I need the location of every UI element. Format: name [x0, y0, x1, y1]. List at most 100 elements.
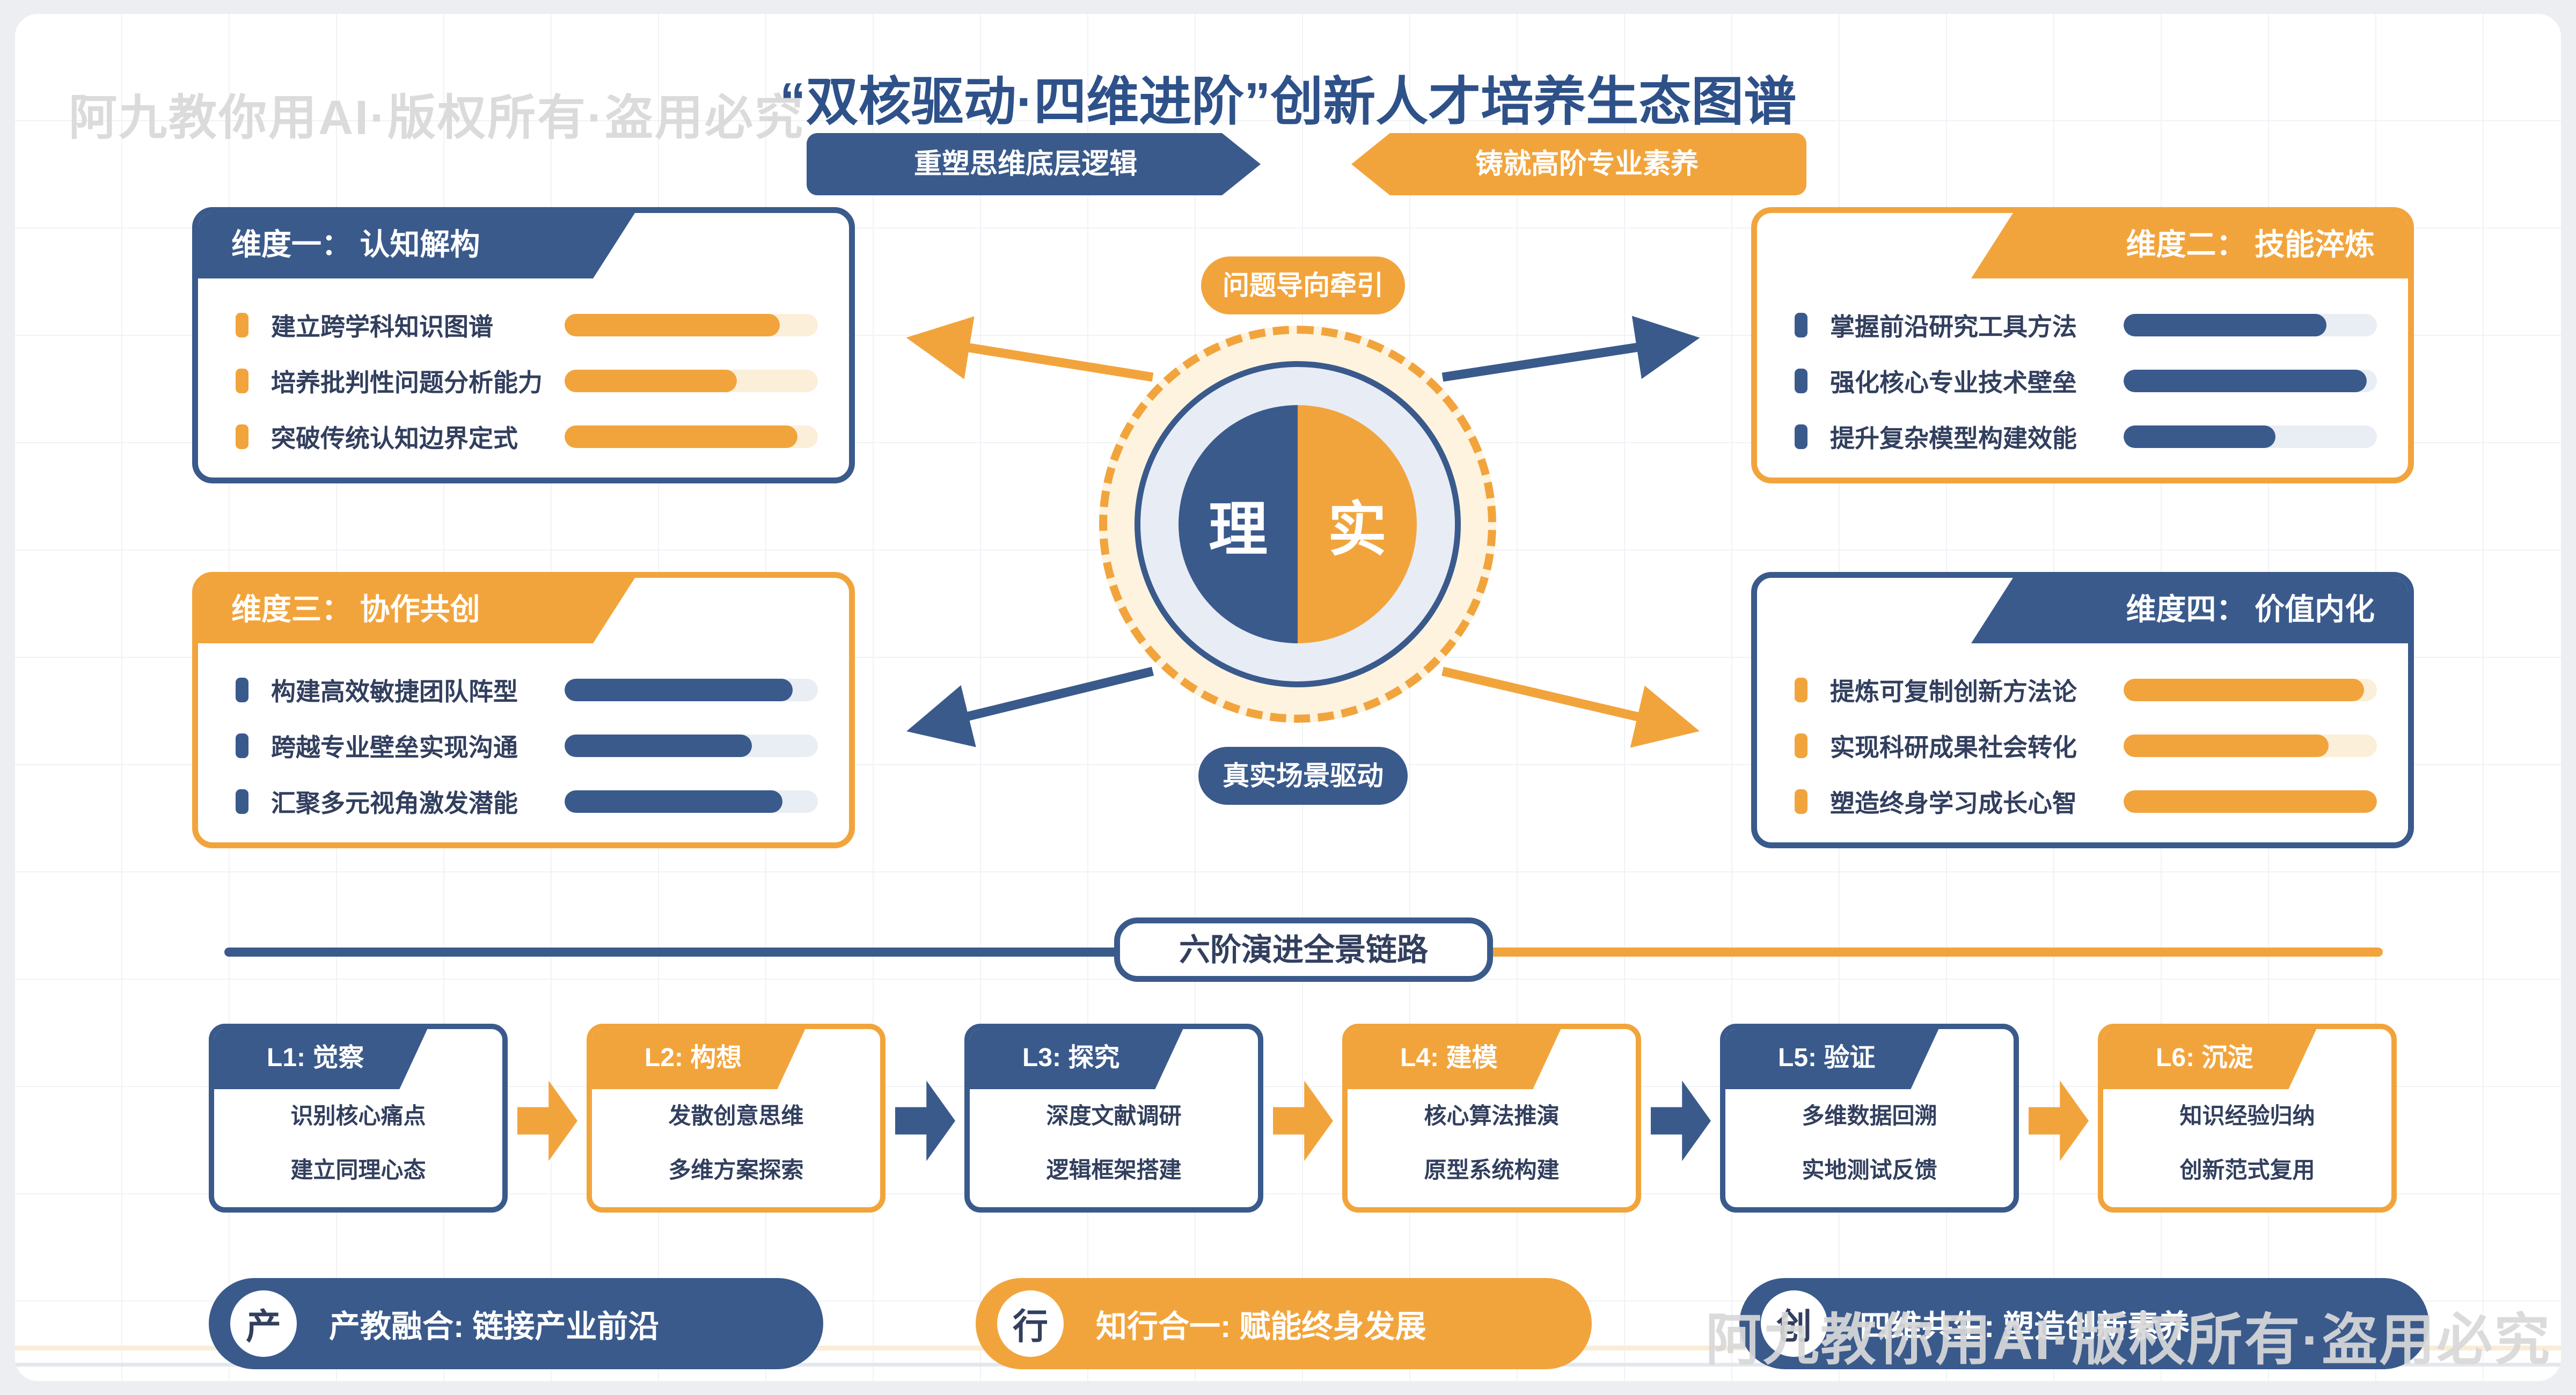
stage-line: 创新范式复用 [2179, 1157, 2315, 1183]
timeline-capsule: 六阶演进全景链路 [1114, 917, 1493, 982]
dimension-1-header: 维度一： 认知解构 [198, 213, 635, 278]
bullet-icon [1795, 424, 1807, 449]
bullet-icon [236, 424, 248, 449]
list-item: 提炼可复制创新方法论 [1795, 674, 2377, 706]
stage-line: 识别核心痛点 [290, 1103, 426, 1128]
item-label: 塑造终身学习成长心智 [1830, 789, 2077, 817]
list-item: 强化核心专业技术壁垒 [1795, 365, 2377, 397]
progress-track [2124, 425, 2377, 448]
stage-l1-body: 识别核心痛点 建立同理心态 [214, 1089, 502, 1207]
watermark-bottom-right: 阿九教你用AI·版权所有·盗用必究 [1706, 1309, 2552, 1371]
bullet-icon [1795, 312, 1807, 337]
stage-card-l6: L6: 沉淀 知识经验归纳 创新范式复用 [2098, 1024, 2397, 1213]
progress-fill [565, 734, 752, 757]
footer-pill-label: 四维共生: 塑造创新素养 [1860, 1309, 2190, 1344]
core-dual-circle: 理 实 [1179, 405, 1417, 643]
list-item: 提升复杂模型构建效能 [1795, 421, 2377, 452]
dimension-4-rows: 提炼可复制创新方法论 实现科研成果社会转化 塑造终身学习成长心智 [1757, 643, 2408, 842]
item-label: 汇聚多元视角激发潜能 [271, 789, 518, 817]
practice-badge-icon: 行 [997, 1290, 1064, 1357]
stage-card-l2: L2: 构想 发散创意思维 多维方案探索 [587, 1024, 885, 1213]
stage-line: 多维方案探索 [668, 1157, 804, 1183]
progress-track [565, 313, 818, 336]
bullet-icon [236, 677, 248, 702]
progress-fill [2124, 790, 2377, 813]
innovation-badge-icon: 创 [1761, 1290, 1827, 1357]
flow-arrow-icon [895, 1081, 955, 1161]
list-item: 突破传统认知边界定式 [236, 421, 818, 452]
progress-fill [2124, 313, 2326, 336]
item-label: 建立跨学科知识图谱 [271, 312, 493, 341]
stage-card-l1: L1: 觉察 识别核心痛点 建立同理心态 [209, 1024, 508, 1213]
dimension-4-title: 维度四： 价值内化 [2126, 592, 2375, 626]
dimension-2-rows: 掌握前沿研究工具方法 强化核心专业技术壁垒 提升复杂模型构建效能 [1757, 278, 2408, 478]
stage-line: 深度文献调研 [1046, 1103, 1182, 1128]
dimension-card-2: 维度二： 技能淬炼 掌握前沿研究工具方法 强化核心专业技术壁垒 提升复杂模型构建… [1751, 207, 2414, 483]
item-label: 培养批判性问题分析能力 [271, 368, 543, 397]
industry-badge-icon: 产 [230, 1290, 297, 1357]
list-item: 汇聚多元视角激发潜能 [236, 786, 818, 817]
bullet-icon [1795, 733, 1807, 758]
progress-fill [2124, 425, 2276, 448]
bullet-icon [1795, 677, 1807, 702]
flow-arrow-icon [517, 1081, 577, 1161]
stage-line: 知识经验归纳 [2179, 1103, 2315, 1128]
list-item: 掌握前沿研究工具方法 [1795, 310, 2377, 341]
dimension-2-title: 维度二： 技能淬炼 [2126, 227, 2375, 261]
flow-arrow-icon [2029, 1081, 2089, 1161]
progress-fill [2124, 678, 2365, 701]
stage-l2-body: 发散创意思维 多维方案探索 [592, 1089, 880, 1207]
bullet-icon [236, 733, 248, 758]
list-item: 建立跨学科知识图谱 [236, 310, 818, 341]
footer-pill-label: 知行合一: 赋能终身发展 [1096, 1309, 1426, 1344]
footer-pill-industry: 产 产教融合: 链接产业前沿 [209, 1278, 823, 1369]
progress-fill [565, 369, 737, 392]
stage-l4-header: L4: 建模 [1348, 1029, 1561, 1089]
dimension-card-3: 维度三： 协作共创 构建高效敏捷团队阵型 跨越专业壁垒实现沟通 汇聚多元视角激发… [192, 572, 855, 848]
progress-track [565, 734, 818, 757]
stage-line: 建立同理心态 [290, 1157, 426, 1183]
core-top-pill: 问题导向牵引 [1201, 256, 1405, 314]
arrow-to-dimension-2-icon [1441, 315, 1700, 382]
progress-track [2124, 790, 2377, 813]
banner-right-core: 铸就高阶专业素养 [1351, 133, 1806, 195]
progress-track [2124, 313, 2377, 336]
progress-track [2124, 369, 2377, 392]
dimension-card-1: 维度一： 认知解构 建立跨学科知识图谱 培养批判性问题分析能力 突破传统认知边界… [192, 207, 855, 483]
progress-fill [565, 678, 793, 701]
watermark-top-left: 阿九教你用AI·版权所有·盗用必究 [69, 91, 804, 145]
flow-arrow-icon [1273, 1081, 1333, 1161]
dimension-card-4: 维度四： 价值内化 提炼可复制创新方法论 实现科研成果社会转化 塑造终身学习成长… [1751, 572, 2414, 848]
progress-track [2124, 678, 2377, 701]
stage-card-l3: L3: 探究 深度文献调研 逻辑框架搭建 [964, 1024, 1263, 1213]
list-item: 构建高效敏捷团队阵型 [236, 674, 818, 706]
bullet-icon [1795, 789, 1807, 814]
divider-line-left [224, 948, 1126, 957]
stage-l6-body: 知识经验归纳 创新范式复用 [2103, 1089, 2391, 1207]
stage-l4-body: 核心算法推演 原型系统构建 [1348, 1089, 1636, 1207]
dimension-4-header: 维度四： 价值内化 [1971, 578, 2408, 643]
banner-left-core: 重塑思维底层逻辑 [807, 133, 1261, 195]
footer-pill-label: 产教融合: 链接产业前沿 [329, 1309, 660, 1344]
footer-pill-practice: 行 知行合一: 赋能终身发展 [976, 1278, 1592, 1369]
stage-line: 核心算法推演 [1424, 1103, 1560, 1128]
list-item: 培养批判性问题分析能力 [236, 365, 818, 397]
bullet-icon [236, 312, 248, 337]
progress-track [565, 790, 818, 813]
page-title: “双核驱动·四维进阶”创新人才培养生态图谱 [779, 72, 1797, 131]
progress-fill [565, 313, 780, 336]
bullet-icon [236, 368, 248, 393]
item-label: 构建高效敏捷团队阵型 [271, 677, 518, 706]
progress-fill [565, 425, 798, 448]
flow-arrow-icon [1651, 1081, 1711, 1161]
progress-track [565, 369, 818, 392]
stage-l5-body: 多维数据回溯 实地测试反馈 [1725, 1089, 2014, 1207]
divider-line-right [1485, 948, 2383, 957]
stage-l6-header: L6: 沉淀 [2103, 1029, 2316, 1089]
dimension-1-rows: 建立跨学科知识图谱 培养批判性问题分析能力 突破传统认知边界定式 [198, 278, 849, 478]
list-item: 塑造终身学习成长心智 [1795, 786, 2377, 817]
item-label: 跨越专业壁垒实现沟通 [271, 733, 518, 761]
list-item: 跨越专业壁垒实现沟通 [236, 730, 818, 761]
item-label: 掌握前沿研究工具方法 [1830, 312, 2077, 341]
stage-line: 逻辑框架搭建 [1046, 1157, 1182, 1183]
